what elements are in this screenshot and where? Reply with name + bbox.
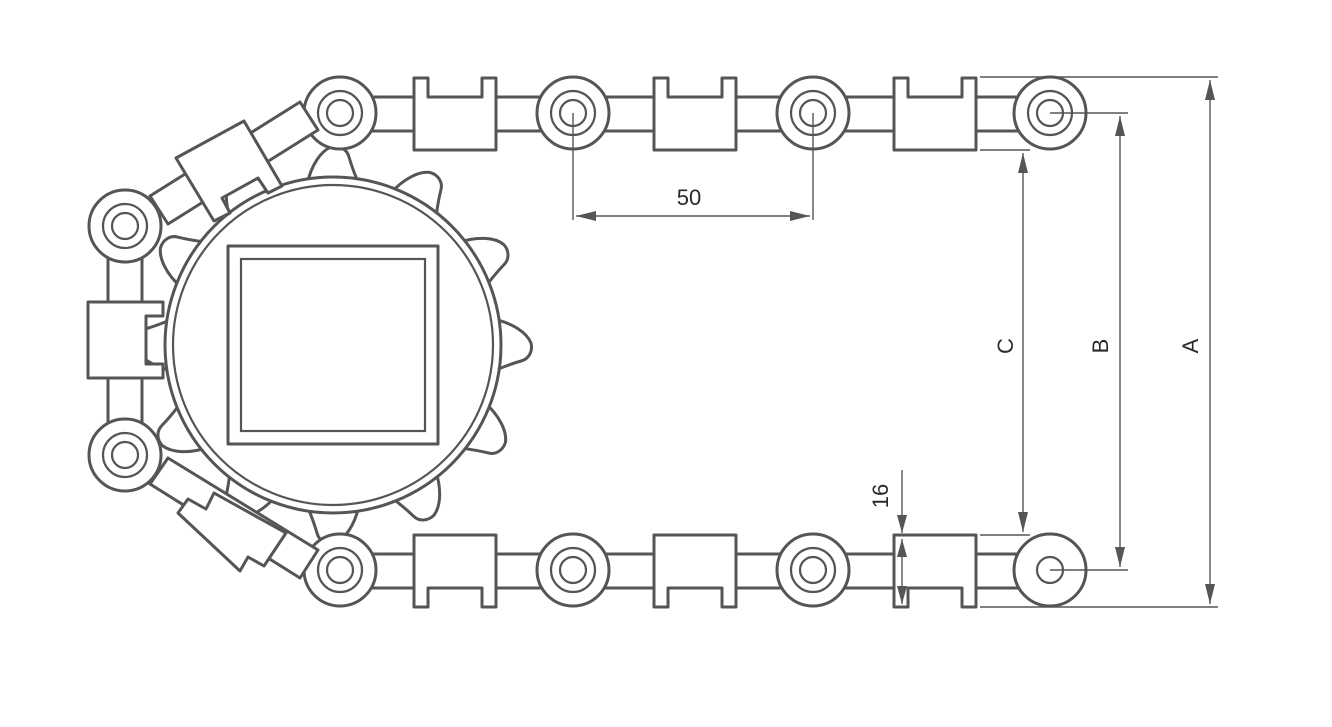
upper-diagonal-link-plate (174, 119, 284, 223)
dimension-b-label: B (1088, 339, 1113, 354)
dimension-c-label: C (993, 338, 1018, 354)
left-vertical-link-plate (86, 300, 165, 380)
square-bore-inner (239, 257, 427, 433)
bottom-pin-eye-2 (535, 532, 611, 608)
lower-diagonal-link-plate (176, 491, 288, 573)
top-link-plate-1 (412, 76, 498, 152)
top-chain-strand (302, 75, 1088, 152)
bottom-chain-strand (302, 532, 1088, 609)
top-link-plate-2 (652, 76, 738, 152)
dimension-lines: 50 A B C 16 (572, 76, 1218, 608)
thickness-dimension-label: 16 (868, 484, 893, 508)
left-upper-pin-eye (87, 188, 163, 264)
pitch-dimension-label: 50 (677, 185, 701, 210)
sprocket-hub-ring (171, 183, 495, 507)
left-lower-pin-eye (87, 417, 163, 493)
bottom-pin-eye-1 (302, 532, 378, 608)
bottom-pin-eye-3 (775, 532, 851, 608)
top-link-plate-3 (892, 76, 978, 152)
bottom-link-plate-1 (412, 533, 498, 609)
square-bore-outer (226, 244, 440, 446)
wrapped-chain-links (86, 100, 320, 580)
sprocket (132, 144, 534, 546)
bottom-link-plate-2 (652, 533, 738, 609)
top-pin-eye-1 (302, 75, 378, 151)
bottom-link-plate-3 (892, 533, 978, 609)
dimension-a-label: A (1178, 338, 1203, 353)
